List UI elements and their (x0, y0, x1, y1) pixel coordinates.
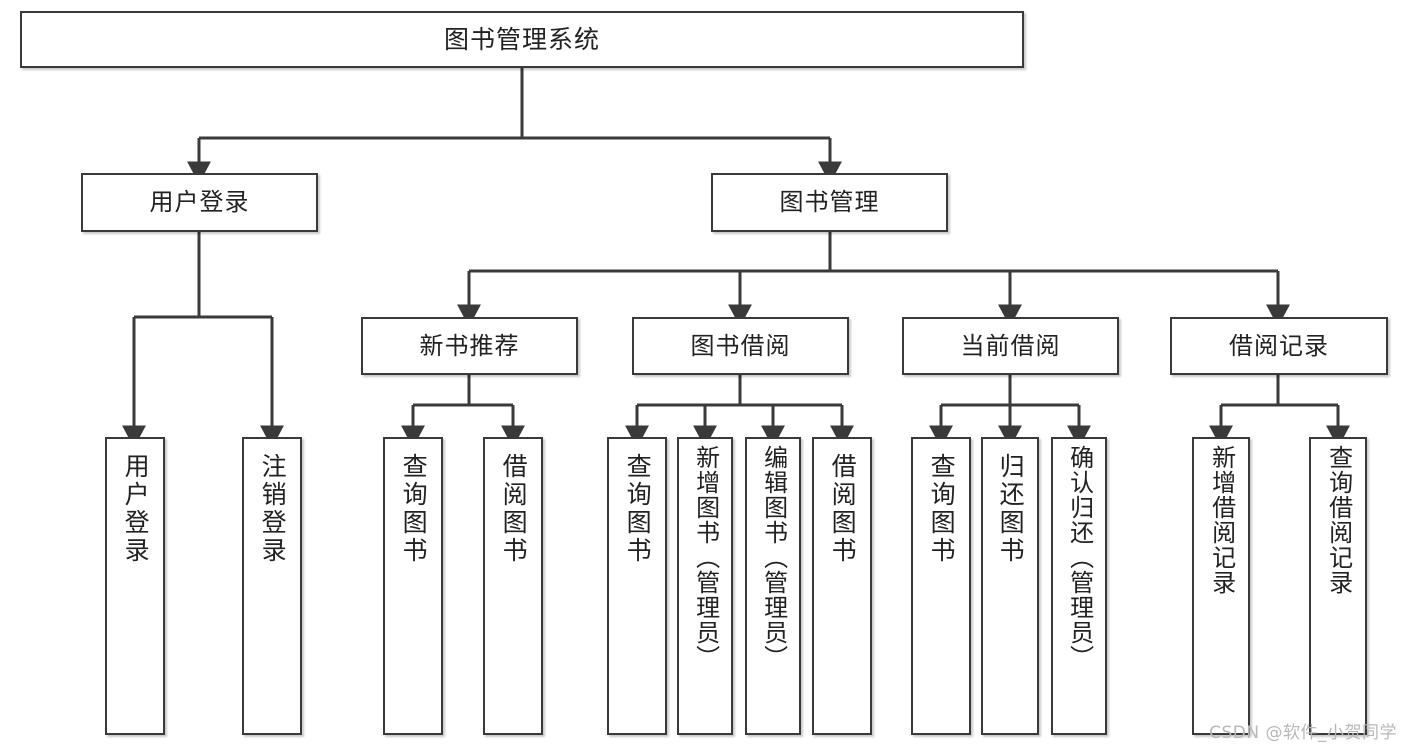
leaf-user-login[interactable]: 用户登录 (105, 437, 165, 735)
node-label: 图书管理系统 (443, 24, 600, 54)
leaf-borrow-book-borrowing[interactable]: 借阅图书 (812, 437, 872, 735)
leaf-add-book-admin[interactable]: 新增图书（管理员） (677, 437, 733, 735)
leaf-confirm-return-admin[interactable]: 确认归还（管理员） (1051, 437, 1107, 735)
node-borrowing-record[interactable]: 借阅记录 (1170, 317, 1388, 375)
node-label: 用户登录 (121, 453, 151, 565)
node-label: 借阅图书 (499, 453, 529, 565)
leaf-return-book[interactable]: 归还图书 (981, 437, 1039, 735)
node-label: 确认归还（管理员） (1065, 445, 1094, 670)
node-label: 查询借阅记录 (1324, 445, 1353, 595)
node-label: 查询图书 (927, 453, 957, 565)
node-label: 图书借阅 (690, 331, 791, 360)
node-label: 借阅图书 (828, 453, 858, 565)
node-label: 编辑图书（管理员） (759, 445, 788, 670)
leaf-query-book-borrowing[interactable]: 查询图书 (607, 437, 667, 735)
node-label: 当前借阅 (960, 331, 1061, 360)
node-user-login[interactable]: 用户登录 (81, 173, 318, 232)
leaf-query-book-new-book[interactable]: 查询图书 (383, 437, 443, 735)
node-label: 新增借阅记录 (1207, 445, 1236, 595)
leaf-borrow-book-new-book[interactable]: 借阅图书 (483, 437, 543, 735)
node-label: 新增图书（管理员） (691, 445, 720, 670)
csdn-watermark: CSDN @软件_小贺同学 (1209, 723, 1397, 743)
node-label: 用户登录 (149, 188, 250, 217)
node-label: 图书管理 (779, 188, 880, 217)
node-current-borrowing[interactable]: 当前借阅 (902, 317, 1119, 375)
leaf-add-borrowing-record[interactable]: 新增借阅记录 (1192, 437, 1250, 735)
node-book-management[interactable]: 图书管理 (711, 173, 948, 232)
leaf-query-book-current[interactable]: 查询图书 (911, 437, 971, 735)
node-label: 借阅记录 (1229, 331, 1329, 360)
node-book-borrowing[interactable]: 图书借阅 (632, 317, 849, 375)
leaf-query-borrowing-record[interactable]: 查询借阅记录 (1309, 437, 1367, 735)
node-label: 查询图书 (623, 453, 653, 565)
node-label: 查询图书 (399, 453, 429, 565)
node-new-book-recommendation[interactable]: 新书推荐 (361, 317, 578, 375)
node-label: 新书推荐 (419, 331, 520, 360)
node-root-book-management-system[interactable]: 图书管理系统 (20, 11, 1024, 68)
leaf-edit-book-admin[interactable]: 编辑图书（管理员） (745, 437, 801, 735)
node-label: 注销登录 (258, 453, 288, 565)
leaf-user-logout[interactable]: 注销登录 (242, 437, 302, 735)
node-label: 归还图书 (996, 453, 1026, 565)
